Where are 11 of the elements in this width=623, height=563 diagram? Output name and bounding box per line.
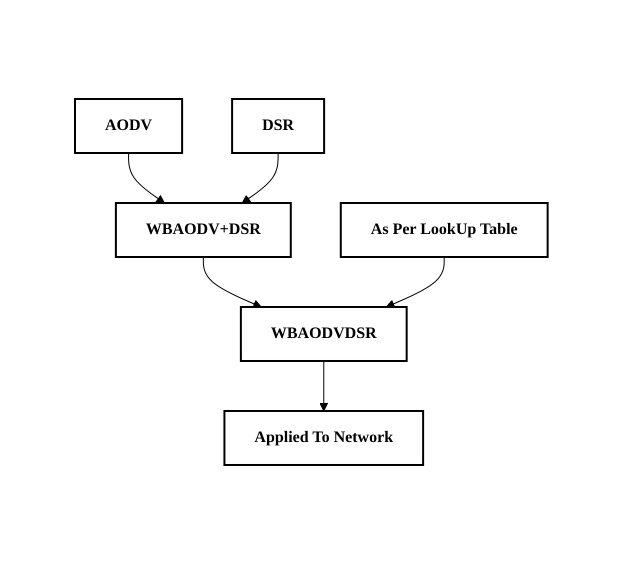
arrow [386,256,445,308]
arrow [203,256,262,308]
node-box: Applied To Network [224,409,424,466]
node-box: As Per LookUp Table [340,202,549,258]
node-box: DSR [231,98,326,154]
arrow [128,152,166,203]
arrow [320,360,328,411]
node-box: WBAODVDSR [240,306,408,362]
arrow [242,152,279,203]
node-box: AODV [74,98,184,154]
node-box: WBAODV+DSR [115,202,292,258]
